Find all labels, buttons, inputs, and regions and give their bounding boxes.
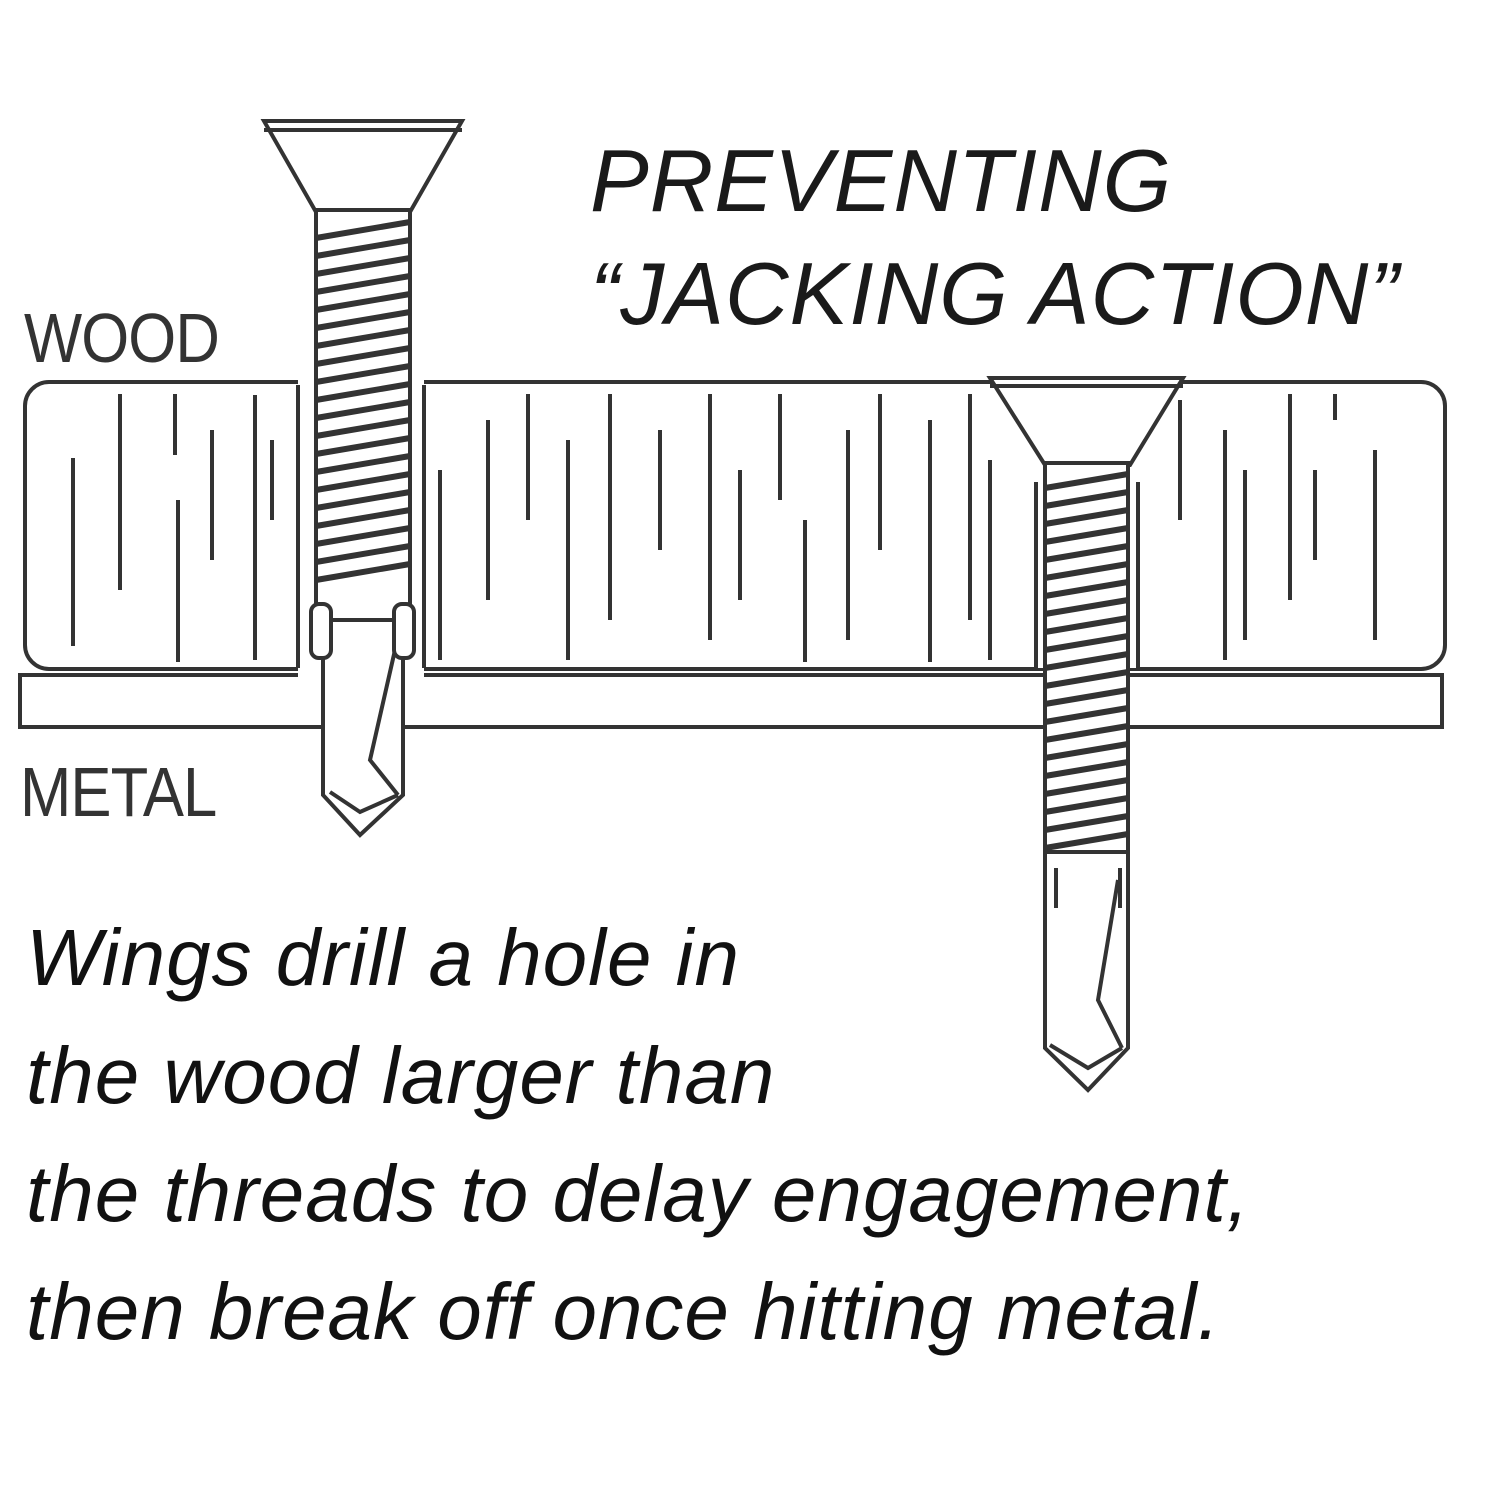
right-wing (392, 602, 416, 660)
screw-threads (315, 219, 411, 583)
drill-point (1043, 850, 1130, 1093)
metal-label: METAL (20, 753, 217, 831)
caption-line-3: the threads to delay engagement, (26, 1149, 1250, 1238)
screw-head (260, 119, 466, 214)
winged-screw (260, 119, 466, 838)
left-wing (309, 602, 333, 660)
drill-point (321, 618, 405, 838)
wood-grain (71, 394, 1377, 662)
caption-line-4: then break off once hitting metal. (26, 1267, 1221, 1356)
title-line-1: PREVENTING (590, 131, 1173, 230)
caption-line-2: the wood larger than (26, 1031, 776, 1120)
caption-line-1: Wings drill a hole in (26, 913, 740, 1002)
wood-label: WOOD (24, 299, 220, 377)
wood-board (23, 380, 1447, 671)
driven-screw (986, 373, 1187, 1093)
metal-plate (18, 673, 1444, 729)
screw-threads (1044, 471, 1129, 851)
title-line-2: “JACKING ACTION” (590, 244, 1400, 343)
